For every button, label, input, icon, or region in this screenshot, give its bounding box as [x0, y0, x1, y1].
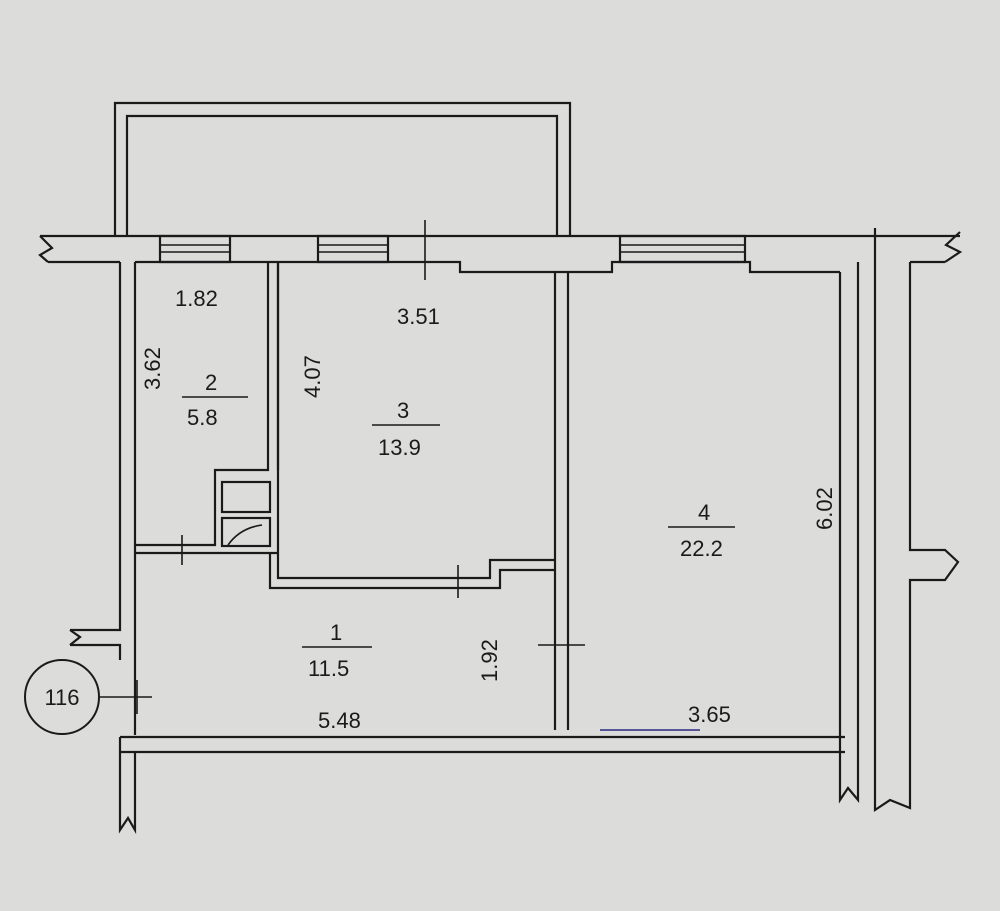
dim-hall-width: 5.48 — [318, 708, 361, 733]
windows — [158, 220, 747, 280]
room4-number: 4 — [698, 500, 710, 525]
dim-hall-depth: 1.92 — [477, 639, 502, 682]
dim-room3-width: 3.51 — [397, 304, 440, 329]
dim-room4-width: 3.65 — [688, 702, 731, 727]
dim-room3-length: 4.07 — [300, 355, 325, 398]
dim-room4-length: 6.02 — [812, 487, 837, 530]
apartment-number-badge: 116 — [24, 659, 100, 735]
room1-number: 1 — [330, 620, 342, 645]
room1-area: 11.5 — [308, 656, 349, 681]
room2-area: 5.8 — [187, 405, 218, 430]
interior-walls — [135, 262, 700, 731]
apartment-number: 116 — [44, 685, 79, 710]
room2-number: 2 — [205, 370, 217, 395]
exterior-wall-right — [838, 228, 960, 813]
dim-room2-width: 1.82 — [175, 286, 218, 311]
balcony — [113, 101, 572, 235]
room3-number: 3 — [397, 398, 409, 423]
dim-room2-length: 3.62 — [140, 347, 165, 390]
wall-bottom — [118, 735, 845, 760]
room3-area: 13.9 — [378, 435, 421, 460]
exterior-wall-left — [69, 262, 152, 835]
room4-area: 22.2 — [680, 536, 723, 561]
